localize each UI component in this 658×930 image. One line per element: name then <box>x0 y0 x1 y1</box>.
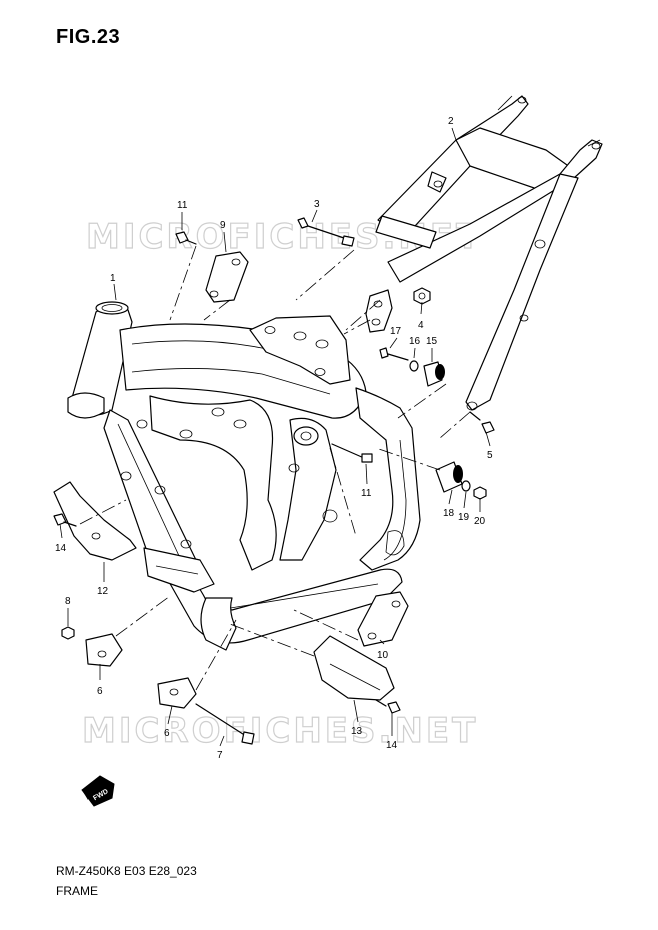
washer-16 <box>409 360 419 372</box>
bolt-14-right <box>375 699 401 714</box>
bracket-6-bottom <box>157 677 197 709</box>
figure-name: FRAME <box>56 884 98 898</box>
callout-labels: 1 2 3 4 5 6 6 7 8 9 10 11 11 12 13 14 14… <box>55 116 493 761</box>
bushing-18 <box>435 461 463 493</box>
forward-arrow-icon: FWD <box>81 775 115 807</box>
callout-6b: 6 <box>164 728 170 739</box>
callout-3: 3 <box>314 199 320 210</box>
callout-14a: 14 <box>55 543 67 554</box>
callout-17: 17 <box>390 326 402 337</box>
callout-9: 9 <box>220 220 226 231</box>
callout-19: 19 <box>458 512 470 523</box>
callout-16: 16 <box>409 336 421 347</box>
callout-5: 5 <box>487 450 493 461</box>
callout-8: 8 <box>65 596 71 607</box>
nut-20 <box>473 486 487 500</box>
callout-7: 7 <box>217 750 223 761</box>
bolt-11-top <box>175 231 197 245</box>
leader-lines <box>59 127 491 747</box>
nut-8 <box>61 626 75 640</box>
callout-14b: 14 <box>386 740 398 751</box>
callout-20: 20 <box>474 516 486 527</box>
nut-4 <box>413 287 431 305</box>
watermark-bottom: MICROFICHES.NET <box>82 711 478 751</box>
bolt-5 <box>469 411 495 434</box>
callout-11a: 11 <box>177 200 188 211</box>
guard-12 <box>53 481 137 561</box>
sub-frame <box>365 95 603 411</box>
bushing-15 <box>423 361 445 387</box>
callout-6a: 6 <box>97 686 103 697</box>
figure-code: RM-Z450K8 E03 E28_023 <box>56 864 197 878</box>
bolt-17 <box>379 347 409 361</box>
callout-18: 18 <box>443 508 455 519</box>
figure-title: FIG.23 <box>56 26 121 48</box>
guard-13 <box>313 635 395 701</box>
washer-19 <box>461 480 471 492</box>
callout-2: 2 <box>448 116 454 127</box>
bolt-3 <box>297 217 355 247</box>
callout-4: 4 <box>418 320 424 331</box>
assembly-lines <box>79 245 471 691</box>
bolt-11-mid <box>331 443 373 463</box>
callout-1: 1 <box>110 273 116 284</box>
main-frame <box>67 301 421 651</box>
bracket-10 <box>357 591 409 647</box>
bracket-6-left <box>85 633 123 667</box>
callout-12: 12 <box>97 586 109 597</box>
bolt-7 <box>195 703 255 745</box>
callout-13: 13 <box>351 726 363 737</box>
bracket-9 <box>205 251 249 303</box>
bolt-14-left <box>53 513 77 527</box>
callout-15: 15 <box>426 336 438 347</box>
callout-11b: 11 <box>361 488 372 499</box>
callout-10: 10 <box>377 650 389 661</box>
